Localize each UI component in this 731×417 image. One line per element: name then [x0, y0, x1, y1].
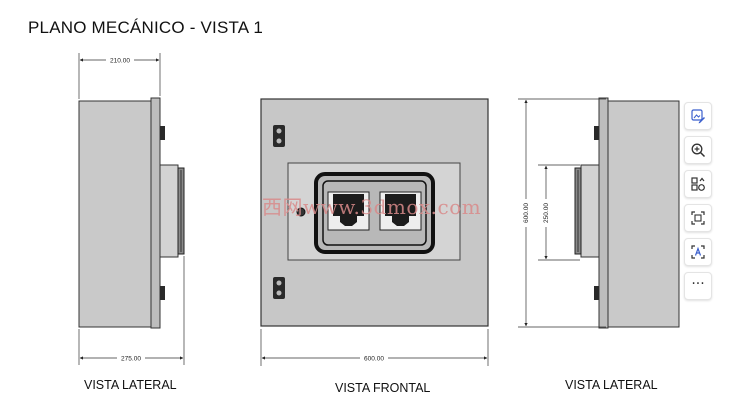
front-view: 600.00 — [260, 98, 489, 366]
more-button[interactable]: ··· — [684, 272, 712, 300]
right-side-view: 600.00 250.00 — [518, 97, 680, 329]
page-title: PLANO MECÁNICO - VISTA 1 — [28, 18, 263, 37]
shapes-button[interactable] — [684, 170, 712, 198]
dim-right-inner-height: 250.00 — [543, 203, 550, 223]
right-hinge-bottom — [594, 286, 599, 300]
right-frame — [580, 164, 600, 258]
left-hinge-top — [160, 126, 165, 140]
left-side-view: 210.00 275.00 — [78, 53, 185, 365]
left-body — [78, 100, 152, 328]
scan-icon — [691, 211, 705, 225]
front-hinge-bottom — [273, 277, 285, 299]
front-view-label: VISTA FRONTAL — [335, 381, 431, 395]
text-extract-button[interactable] — [684, 238, 712, 266]
left-door — [150, 97, 161, 329]
text-extract-icon — [691, 245, 705, 259]
image-toolbar: ··· — [684, 102, 712, 300]
left-hinge-bottom — [160, 286, 165, 300]
watermark-text: 西网www.3dmox.com — [262, 195, 482, 219]
shapes-icon — [691, 177, 705, 191]
dim-left-total-depth: 275.00 — [121, 356, 141, 363]
edit-image-button[interactable] — [684, 102, 712, 130]
right-hinge-top — [594, 126, 599, 140]
right-view-label: VISTA LATERAL — [565, 378, 658, 392]
front-lock — [296, 207, 306, 217]
dim-front-width: 600.00 — [364, 356, 384, 363]
dim-left-depth: 210.00 — [110, 58, 130, 65]
dim-right-height: 600.00 — [523, 203, 530, 223]
right-body — [607, 100, 680, 328]
front-hinge-top — [273, 125, 285, 147]
zoom-in-icon — [691, 143, 706, 158]
zoom-in-button[interactable] — [684, 136, 712, 164]
left-frame — [159, 164, 179, 258]
edit-image-icon — [691, 109, 705, 124]
right-door — [598, 97, 609, 329]
left-view-label: VISTA LATERAL — [84, 378, 177, 392]
more-icon: ··· — [691, 276, 705, 292]
scan-button[interactable] — [684, 204, 712, 232]
